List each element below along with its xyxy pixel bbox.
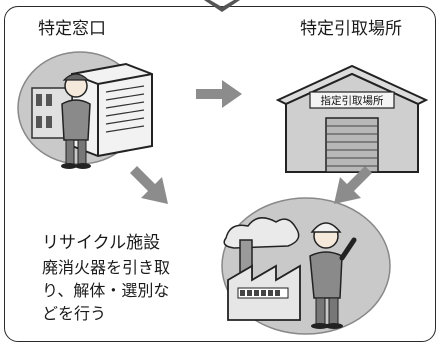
- pickup-place-warehouse-illustration: 指定引取場所: [275, 64, 429, 173]
- designated-window-illustration: [17, 51, 153, 169]
- recycling-facility-illustration: [221, 197, 391, 335]
- down-left-arrow-icon: [334, 166, 372, 204]
- description-line: どを行う: [42, 304, 107, 323]
- down-right-arrow-icon: [130, 166, 168, 204]
- recycling-description: 廃消火器を引き取 り、解体・選別な どを行う: [42, 256, 170, 325]
- warehouse-sign-text: 指定引取場所: [321, 94, 384, 107]
- description-line: 廃消火器を引き取: [42, 258, 171, 277]
- recycling-facility-label: リサイクル施設: [42, 233, 161, 253]
- description-line: り、解体・選別な: [42, 281, 170, 300]
- chevron-down-icon: [204, 0, 240, 12]
- designated-window-label: 特定窓口: [38, 19, 106, 39]
- designated-pickup-place-label: 特定引取場所: [300, 19, 402, 39]
- right-arrow-icon: [196, 80, 242, 108]
